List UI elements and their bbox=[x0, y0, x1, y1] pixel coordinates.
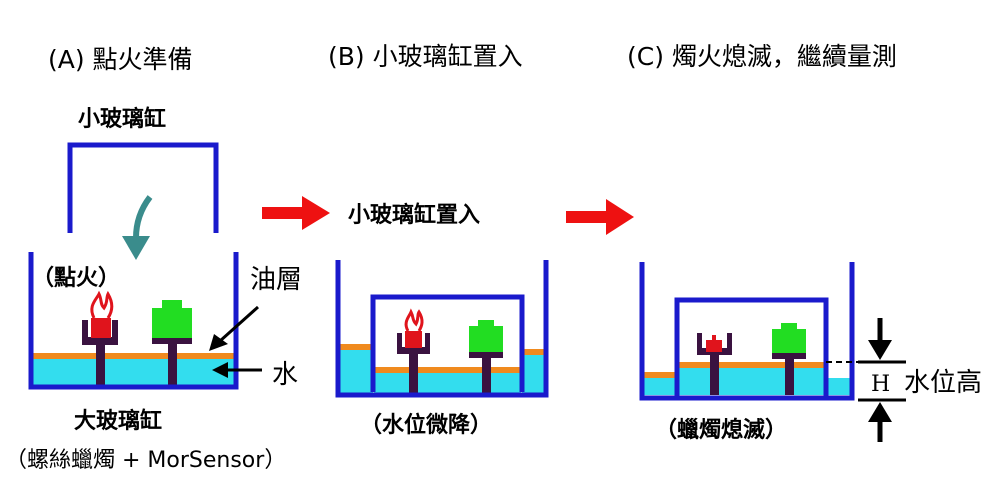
large-jar-label: 大玻璃缸 bbox=[74, 408, 162, 434]
water-drop-label: （水位微降） bbox=[360, 412, 492, 438]
flame-icon bbox=[90, 290, 114, 319]
red-arrow-ab-icon bbox=[262, 196, 330, 230]
red-arrow-bc-icon bbox=[566, 199, 634, 235]
outer-water-right bbox=[522, 352, 546, 393]
water-pointer-arrow-icon bbox=[212, 362, 228, 378]
candle-flame bbox=[91, 318, 111, 338]
oil-layer bbox=[31, 353, 236, 359]
height-symbol: H bbox=[871, 372, 890, 397]
candle-holder bbox=[397, 333, 430, 393]
outer-oil-left bbox=[338, 344, 373, 350]
sensor bbox=[152, 300, 192, 385]
caption-c: (C) 燭火熄滅，繼續量測 bbox=[627, 42, 897, 71]
inner-water bbox=[678, 366, 825, 395]
caption-b: (B) 小玻璃缸置入 bbox=[328, 42, 523, 71]
insert-small-jar-label: 小玻璃缸置入 bbox=[348, 202, 480, 228]
large-jar bbox=[639, 262, 855, 401]
outer-oil-right bbox=[522, 349, 546, 355]
candle-wick bbox=[712, 335, 716, 341]
outer-water-left bbox=[338, 347, 373, 393]
small-jar bbox=[67, 142, 219, 233]
oil-pointer-arrow-icon bbox=[209, 334, 228, 351]
inner-oil bbox=[374, 367, 521, 373]
caption-a: (A) 點火準備 bbox=[48, 45, 193, 74]
flame-icon bbox=[404, 308, 424, 332]
water bbox=[31, 357, 236, 385]
outer-water-right bbox=[826, 378, 852, 395]
candle-flame bbox=[405, 331, 422, 348]
panel-c: （蠟燭熄滅） H 水位高 bbox=[639, 262, 982, 443]
teal-arrow-shaft bbox=[133, 195, 153, 239]
sensor bbox=[772, 323, 806, 395]
outer-oil-left bbox=[642, 372, 677, 378]
large-jar bbox=[28, 252, 239, 390]
large-jar bbox=[335, 260, 549, 398]
teal-arrow-head-icon bbox=[122, 236, 150, 260]
down-arrow-icon bbox=[868, 340, 892, 360]
small-jar-label: 小玻璃缸 bbox=[78, 106, 166, 132]
inner-water bbox=[374, 371, 521, 393]
oil-pointer-line bbox=[218, 305, 260, 343]
large-jar-contents-label: （螺絲蠟燭 + MorSensor） bbox=[5, 448, 286, 473]
ignite-label: （點火） bbox=[32, 266, 120, 291]
small-jar bbox=[370, 294, 525, 392]
candle-out-label: （蠟燭熄滅） bbox=[655, 417, 787, 443]
water-label: 水 bbox=[272, 360, 298, 390]
candle-holder bbox=[82, 320, 118, 385]
inner-oil bbox=[678, 362, 825, 368]
panel-a: 小玻璃缸 （點火） 油層 bbox=[5, 106, 302, 473]
up-arrow-icon bbox=[868, 402, 892, 422]
small-jar bbox=[674, 297, 829, 396]
panel-b: （水位微降） bbox=[335, 260, 549, 438]
sensor bbox=[469, 320, 503, 393]
water-height-label: 水位高 bbox=[904, 368, 982, 398]
outer-water-left bbox=[642, 375, 677, 395]
oil-layer-label: 油層 bbox=[250, 265, 302, 295]
candle bbox=[706, 340, 722, 352]
